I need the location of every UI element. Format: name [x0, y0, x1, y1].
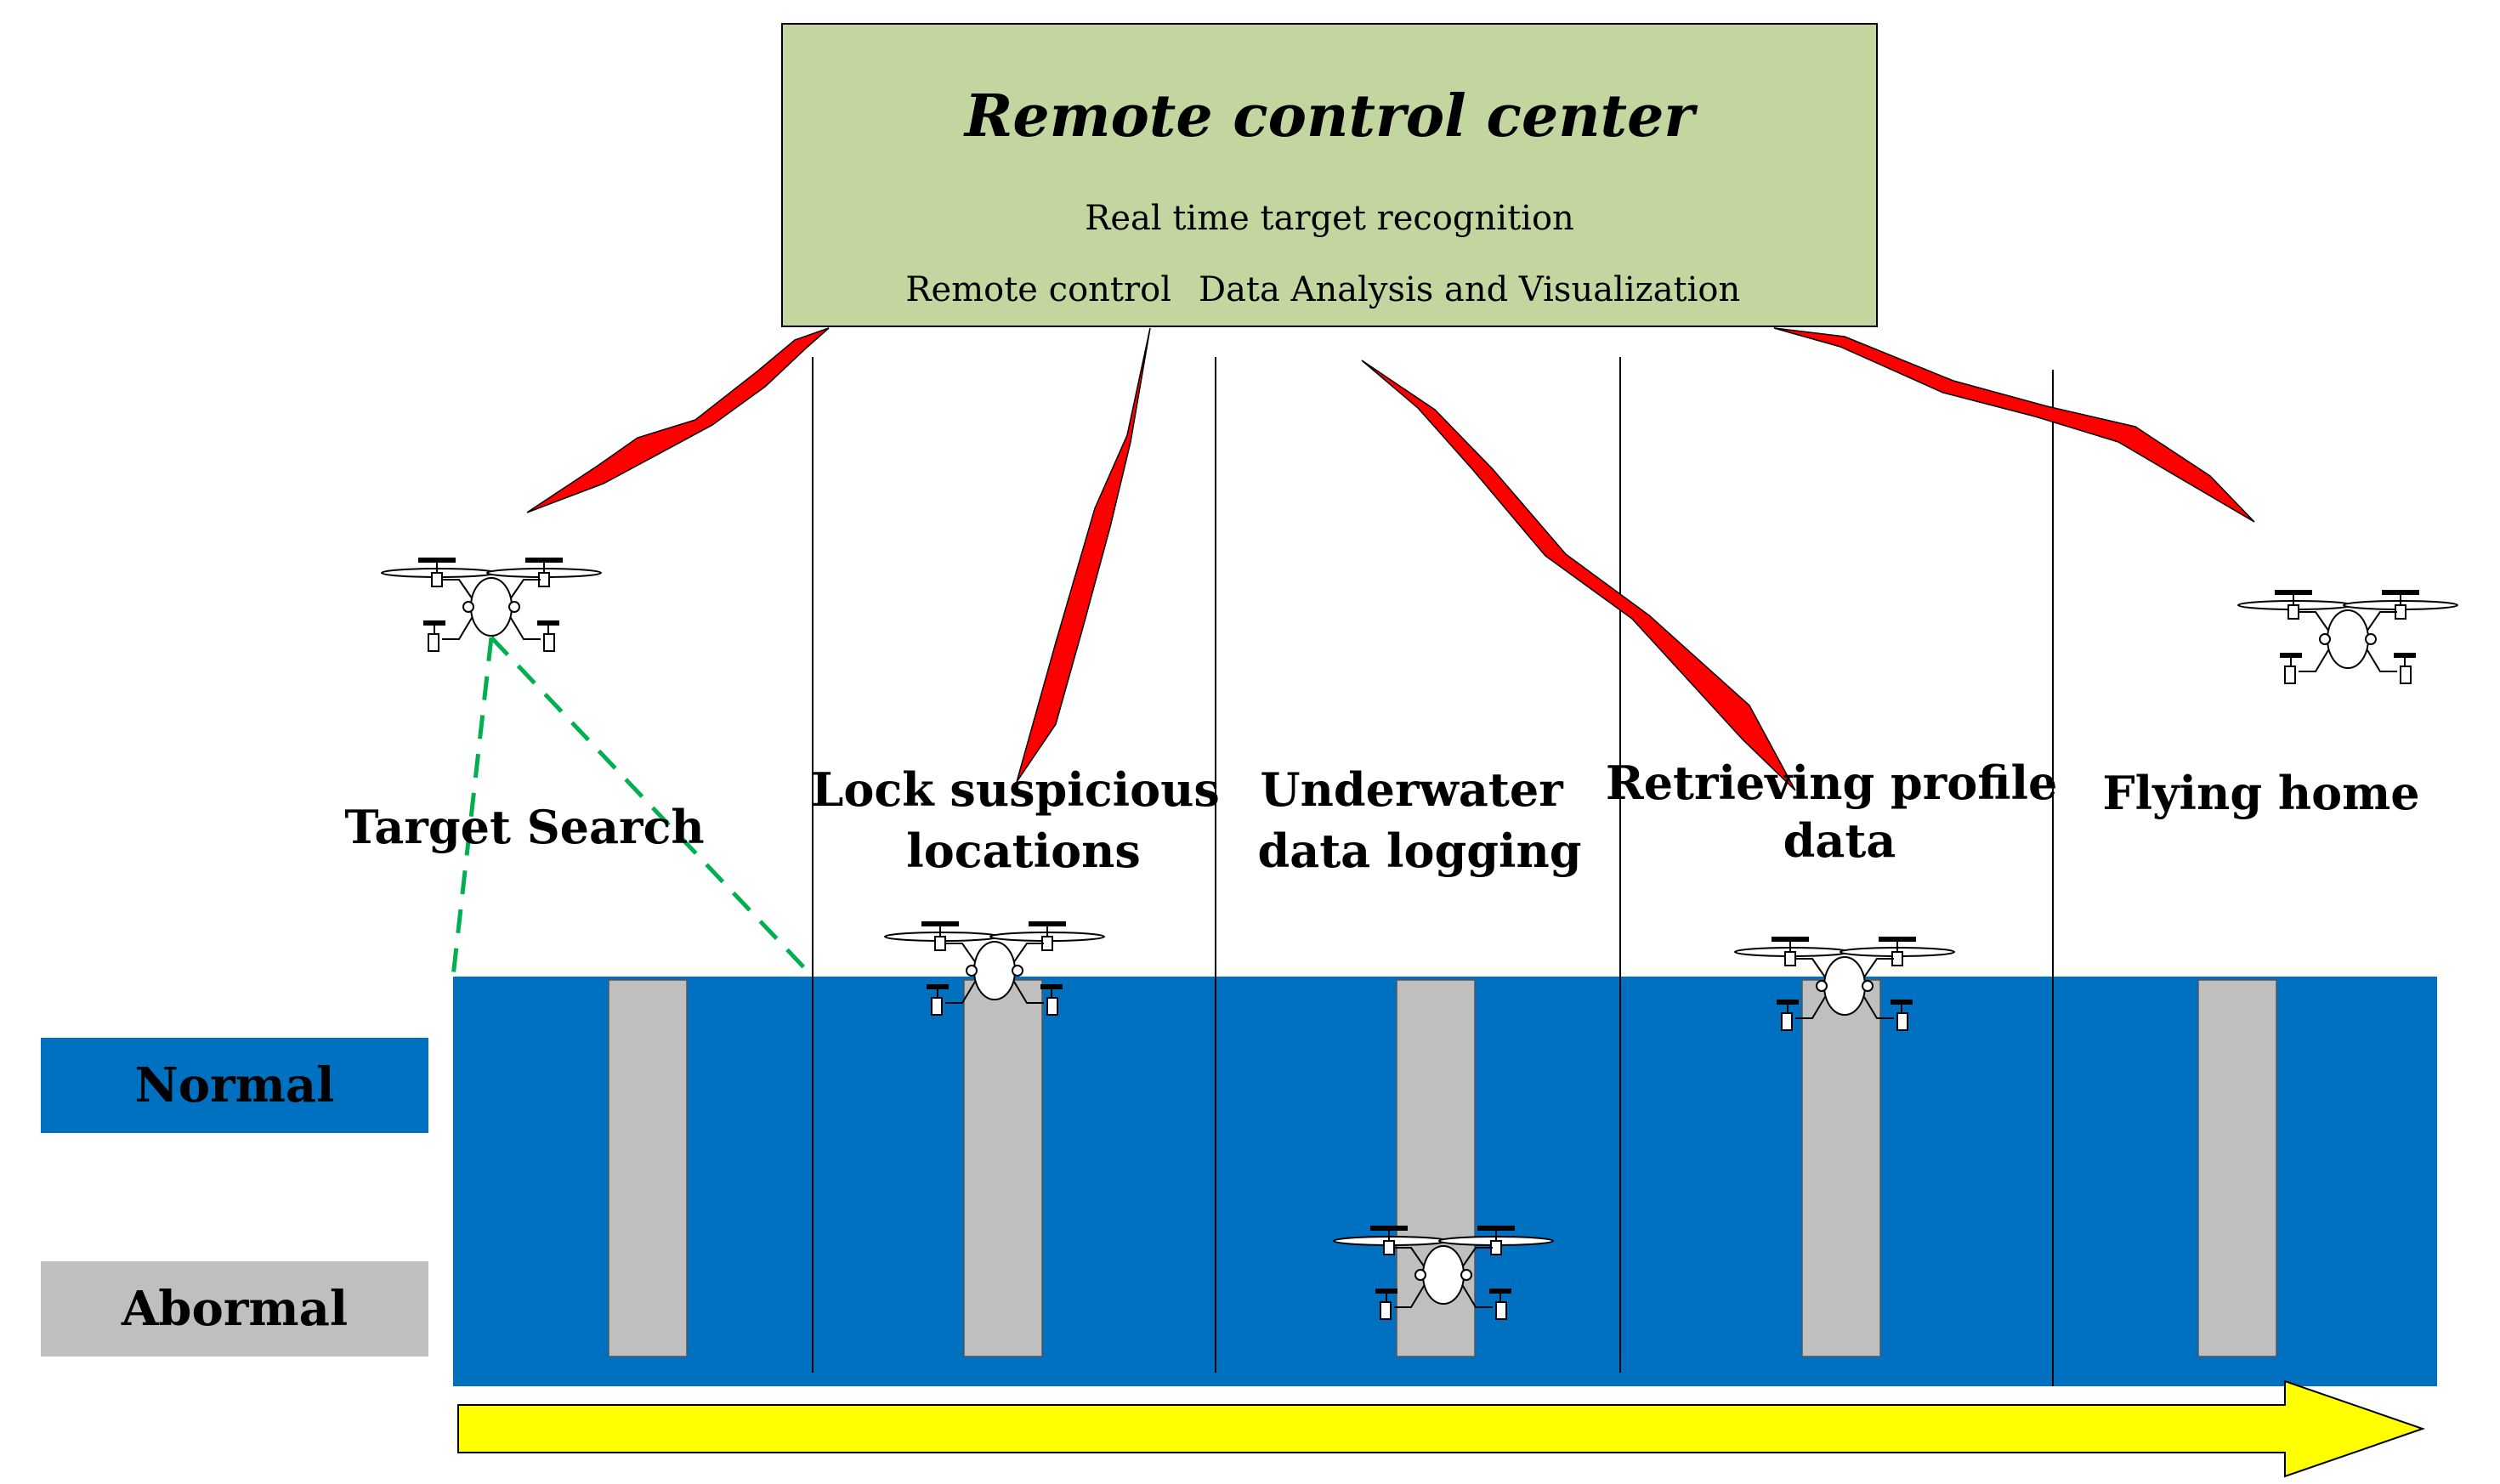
- control-center-line-2a: Remote control: [905, 270, 1171, 309]
- column-4: [1801, 979, 1881, 1357]
- phase-label-target-search: Target Search: [344, 800, 704, 854]
- control-center-line-2b: Data Analysis and Visualization: [1199, 270, 1740, 309]
- column-5: [2197, 979, 2277, 1357]
- legend-normal-swatch: [41, 1038, 428, 1133]
- lightning-signal-icon: [526, 327, 830, 513]
- lightning-signal-icon: [1361, 360, 1796, 791]
- lightning-signal-icon: [1773, 327, 2255, 523]
- phase-label-flying-home: Flying home: [2102, 766, 2419, 820]
- control-center-title: Remote control center: [963, 82, 1698, 150]
- drone-target-search: [381, 557, 602, 652]
- legend-abnormal-swatch: [41, 1261, 428, 1357]
- column-1: [608, 979, 688, 1357]
- phase-label-lock: Lock suspicious locations: [811, 762, 1235, 878]
- control-center-line-1: Real time target recognition: [1085, 199, 1574, 238]
- remote-control-center-box: [781, 23, 1878, 327]
- legend-abnormal-label: Abormal: [121, 1281, 348, 1337]
- drone-flying-home: [2237, 589, 2458, 684]
- lightning-signal-icon: [1016, 327, 1151, 783]
- phase-dividers: [812, 357, 2054, 1386]
- right-arrow-icon: [457, 1379, 2426, 1478]
- phase-label-retrieving: Retrieving profile data: [1606, 756, 2073, 868]
- phase-label-underwater: Underwater data logging: [1257, 762, 1581, 878]
- legend-normal-label: Normal: [135, 1057, 335, 1113]
- signal-bolts: [526, 327, 2255, 791]
- column-2: [963, 979, 1043, 1357]
- scan-cone: [451, 636, 814, 978]
